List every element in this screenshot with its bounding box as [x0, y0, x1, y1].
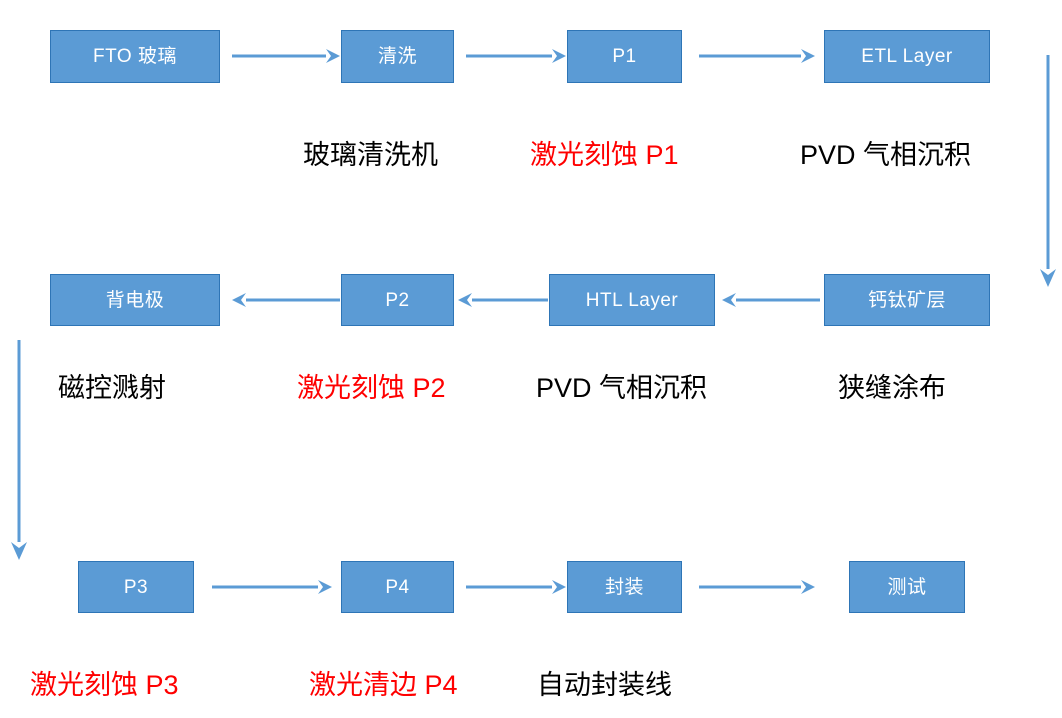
node-p4[interactable]: P4 — [341, 561, 454, 613]
arrow-htl-layer-to-p2 — [456, 292, 548, 308]
node-back-electrode[interactable]: 背电极 — [50, 274, 220, 326]
caption-laser-p1: 激光刻蚀 P1 — [530, 140, 679, 170]
node-p2[interactable]: P2 — [341, 274, 454, 326]
caption-laser-p3: 激光刻蚀 P3 — [30, 670, 179, 700]
caption-auto-encapsulation-line: 自动封装线 — [537, 670, 672, 700]
connector-left-down-icon — [8, 340, 30, 560]
caption-magnetron-sputtering: 磁控溅射 — [58, 373, 166, 403]
node-testing[interactable]: 测试 — [849, 561, 965, 613]
arrow-p4-to-encapsulation — [466, 579, 566, 595]
arrow-perovskite-to-htl-layer — [720, 292, 820, 308]
caption-laser-edge-p4: 激光清边 P4 — [309, 670, 458, 700]
node-p1[interactable]: P1 — [567, 30, 682, 83]
caption-pvd-2: PVD 气相沉积 — [536, 373, 708, 403]
arrow-p3-to-p4 — [212, 579, 332, 595]
arrow-p2-to-back-electrode — [230, 292, 340, 308]
node-perovskite-layer[interactable]: 钙钛矿层 — [824, 274, 990, 326]
node-p3[interactable]: P3 — [78, 561, 194, 613]
caption-glass-cleaner: 玻璃清洗机 — [303, 140, 438, 170]
node-fto-glass[interactable]: FTO 玻璃 — [50, 30, 220, 83]
caption-pvd-1: PVD 气相沉积 — [800, 140, 972, 170]
node-etl-layer[interactable]: ETL Layer — [824, 30, 990, 83]
arrow-encapsulation-to-testing — [699, 579, 815, 595]
node-htl-layer[interactable]: HTL Layer — [549, 274, 715, 326]
arrow-cleaning-to-p1 — [466, 48, 566, 64]
arrow-fto-glass-to-cleaning — [232, 48, 340, 64]
node-cleaning[interactable]: 清洗 — [341, 30, 454, 83]
node-encapsulation[interactable]: 封装 — [567, 561, 682, 613]
arrow-p1-to-etl-layer — [699, 48, 815, 64]
caption-laser-p2: 激光刻蚀 P2 — [297, 373, 446, 403]
connector-right-down-icon — [1037, 55, 1059, 287]
caption-slot-die-coating: 狭缝涂布 — [838, 373, 946, 403]
